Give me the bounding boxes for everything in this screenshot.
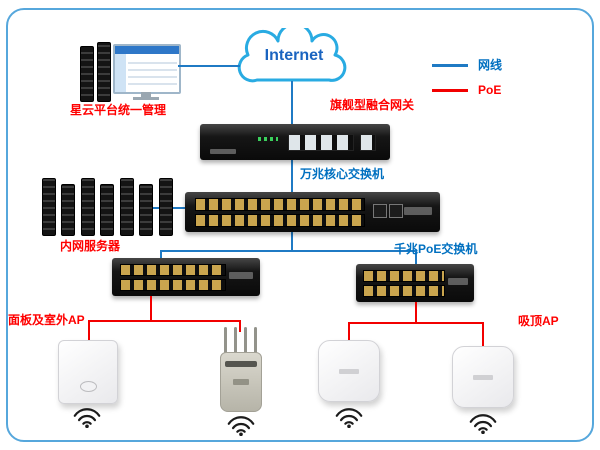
server-tower-icon xyxy=(80,178,95,236)
core-sfp-port-1 xyxy=(373,204,387,218)
wifi-signal-icon xyxy=(227,416,255,436)
poe-left-bus xyxy=(88,320,240,322)
core-port-row-top xyxy=(195,198,365,211)
poe-right-bus xyxy=(348,322,483,324)
left-switch-port-row-top xyxy=(120,264,226,276)
right-switch-port-row-top xyxy=(363,270,445,282)
ceiling-ap-device-2 xyxy=(452,346,514,408)
server-tower-icon xyxy=(42,178,56,236)
wall-ap-port xyxy=(80,381,97,392)
legend-cable-line xyxy=(432,64,468,67)
monitor-stand xyxy=(141,92,151,97)
server-tower-icon xyxy=(158,178,173,236)
gateway-ports xyxy=(288,134,354,151)
cable-to-left-switch xyxy=(160,250,162,258)
right-switch-port-row-bottom xyxy=(363,285,445,297)
outdoor-ap-antenna xyxy=(254,327,257,354)
wifi-signal-icon xyxy=(335,408,363,428)
cable-to-right-switch xyxy=(415,250,417,264)
poe-to-outdoor-ap xyxy=(239,320,241,332)
core-sfp-port-2 xyxy=(389,204,403,218)
monitor-sidebar xyxy=(115,54,126,92)
poe-left-drop xyxy=(150,296,152,320)
server-tower-icon xyxy=(61,184,76,236)
poe-right-drop xyxy=(415,302,417,322)
cable-core-drop xyxy=(291,232,293,250)
poe-switch-label: 千兆PoE交换机 xyxy=(394,242,478,256)
server-tower-icon xyxy=(119,178,134,236)
server-tower-icon xyxy=(80,46,94,102)
core-port-row-bottom xyxy=(195,214,365,227)
outdoor-ap-antenna xyxy=(244,327,247,354)
legend-cable-label: 网线 xyxy=(478,58,503,72)
management-label: 星云平台统一管理 xyxy=(70,103,167,117)
outdoor-ap-device xyxy=(220,352,262,412)
server-tower-icon xyxy=(100,184,115,236)
ceiling-ap-2-logo xyxy=(473,375,493,380)
internet-cloud-icon xyxy=(237,28,347,83)
server-tower-icon xyxy=(97,42,111,102)
monitor-header-bar xyxy=(115,46,179,54)
monitor-base xyxy=(133,97,159,100)
wifi-signal-icon xyxy=(73,408,101,428)
gateway-led-strip xyxy=(258,137,278,141)
outdoor-ap-logo xyxy=(233,379,249,385)
servers-label: 内网服务器 xyxy=(60,239,121,253)
cable-gateway-to-core xyxy=(291,160,293,192)
poe-to-ceiling-ap-1 xyxy=(348,322,350,340)
poe-to-wall-ap xyxy=(88,320,90,340)
management-monitor xyxy=(113,44,181,94)
management-server-tower-2 xyxy=(97,42,112,102)
left-switch-logo xyxy=(229,272,253,279)
ceiling-ap-1-logo xyxy=(339,369,359,374)
diagram-border xyxy=(6,8,594,442)
wifi-signal-icon xyxy=(469,414,497,434)
ceiling-ap-device-1 xyxy=(318,340,380,402)
core-switch-label: 万兆核心交换机 xyxy=(300,167,385,181)
legend-poe-label: PoE xyxy=(478,83,502,97)
cable-cloud-to-gateway xyxy=(291,81,293,124)
server-rack xyxy=(42,178,173,238)
panel-outdoor-ap-label: 面板及室外AP xyxy=(8,313,85,327)
gateway-uplink-port xyxy=(360,134,376,151)
poe-switch-right xyxy=(356,264,474,302)
outdoor-ap-band xyxy=(225,361,257,367)
gateway-label: 旗舰型融合网关 xyxy=(330,98,415,112)
gateway-device xyxy=(200,124,390,160)
left-switch-port-row-bottom xyxy=(120,279,226,291)
gateway-logo xyxy=(210,149,236,154)
core-switch-device xyxy=(185,192,440,232)
wall-ap-device xyxy=(58,340,118,404)
cable-console-to-cloud xyxy=(178,65,240,67)
poe-switch-left xyxy=(112,258,260,296)
internet-label: Internet xyxy=(264,47,324,64)
outdoor-ap-antenna xyxy=(234,327,237,354)
outdoor-ap-antenna xyxy=(224,327,227,354)
management-server-tower-1 xyxy=(80,46,95,102)
server-tower-icon xyxy=(139,184,154,236)
right-switch-logo xyxy=(448,278,468,285)
cable-distribution-bus xyxy=(160,250,417,252)
core-switch-logo xyxy=(404,207,432,215)
ceiling-ap-label: 吸顶AP xyxy=(518,314,559,328)
monitor-dashboard-rows xyxy=(128,57,177,90)
poe-to-ceiling-ap-2 xyxy=(482,322,484,346)
legend-poe-line xyxy=(432,89,468,92)
